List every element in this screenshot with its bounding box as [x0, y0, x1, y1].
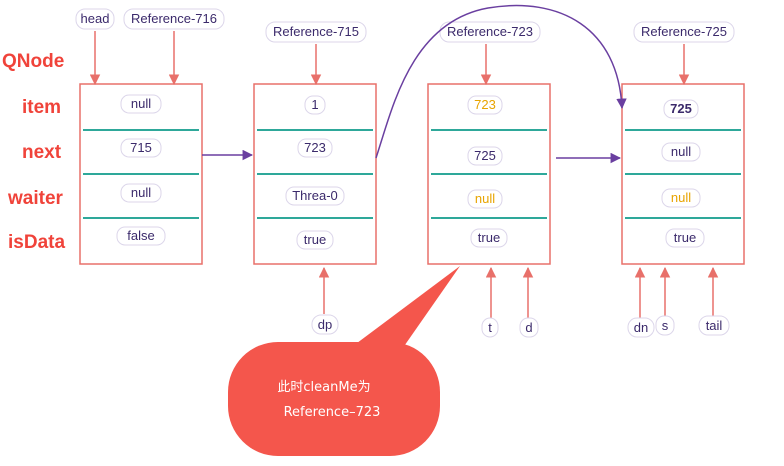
row-label-waiter: waiter	[7, 188, 64, 209]
node4-next-pill: null	[661, 142, 701, 162]
node2-waiter-value: Threa-0	[292, 188, 338, 203]
node-box-1	[79, 83, 203, 265]
node4-item-pill: 725	[663, 99, 699, 119]
link-arrow-2-to-4	[375, 4, 627, 159]
pointer-s-pill: s	[655, 315, 675, 336]
node2-next-value: 723	[304, 140, 326, 155]
node3-isdata-value: true	[478, 230, 500, 245]
pointer-t-pill: t	[481, 317, 499, 338]
node3-item-pill: 723	[467, 95, 503, 115]
node2-waiter-pill: Threa-0	[285, 186, 345, 206]
node3-item-value: 723	[474, 97, 496, 112]
node1-isdata-pill: false	[116, 226, 166, 246]
node3-isdata-pill: true	[470, 228, 508, 248]
callout-line-1: 此时cleanMe为	[277, 380, 370, 395]
row-label-qnode: QNode	[2, 51, 64, 72]
node4-ref-label: Reference-725	[641, 24, 727, 39]
node1-next-value: 715	[130, 140, 152, 155]
pointer-dn-pill: dn	[627, 317, 655, 338]
node4-waiter-pill: null	[661, 188, 701, 208]
node3-waiter-value: null	[475, 191, 495, 206]
pointer-s-label: s	[662, 318, 669, 333]
node4-isdata-pill: true	[665, 228, 705, 248]
node2-isdata-value: true	[304, 232, 326, 247]
node3-next-value: 725	[474, 148, 496, 163]
pointer-t-label: t	[488, 320, 492, 335]
callout-line-2: Reference–723	[284, 405, 381, 420]
node3-waiter-pill: null	[467, 189, 503, 209]
pointer-dp-pill: dp	[311, 314, 339, 335]
node-box-3	[427, 83, 551, 265]
pointer-tail-label: tail	[706, 318, 723, 333]
row-label-next: next	[22, 142, 62, 163]
pointer-head-pill: head	[75, 8, 115, 30]
node4-isdata-value: true	[674, 230, 696, 245]
node4-ref-pill: Reference-725	[633, 21, 735, 43]
node1-waiter-value: null	[131, 185, 151, 200]
pointer-d-label: d	[525, 320, 532, 335]
pointer-d-pill: d	[519, 317, 539, 338]
node2-next-pill: 723	[297, 138, 333, 158]
pointer-dn-label: dn	[634, 320, 648, 335]
pointer-ref716-pill: Reference-716	[123, 8, 225, 30]
node1-next-pill: 715	[120, 138, 162, 158]
callout-bubble: 此时cleanMe为 Reference–723	[228, 266, 460, 456]
node3-next-pill: 725	[467, 146, 503, 166]
node2-ref-pill: Reference-715	[265, 21, 367, 43]
pointer-dp-label: dp	[318, 317, 332, 332]
node4-item-value: 725	[670, 101, 692, 116]
node4-waiter-value: null	[671, 190, 691, 205]
node2-item-value: 1	[311, 97, 318, 112]
pointer-ref716-label: Reference-716	[131, 11, 217, 26]
node2-item-pill: 1	[304, 95, 326, 115]
node3-ref-pill: Reference-723	[439, 21, 541, 43]
pointer-tail-pill: tail	[698, 315, 730, 336]
node1-item-value: null	[131, 96, 151, 111]
row-label-isdata: isData	[8, 232, 65, 253]
row-label-item: item	[22, 97, 61, 118]
node3-ref-label: Reference-723	[447, 24, 533, 39]
node2-isdata-pill: true	[296, 230, 334, 250]
node1-item-pill: null	[120, 94, 162, 114]
pointer-head-label: head	[81, 11, 110, 26]
node4-next-value: null	[671, 144, 691, 159]
node1-waiter-pill: null	[120, 183, 162, 203]
node1-isdata-value: false	[127, 228, 154, 243]
node2-ref-label: Reference-715	[273, 24, 359, 39]
